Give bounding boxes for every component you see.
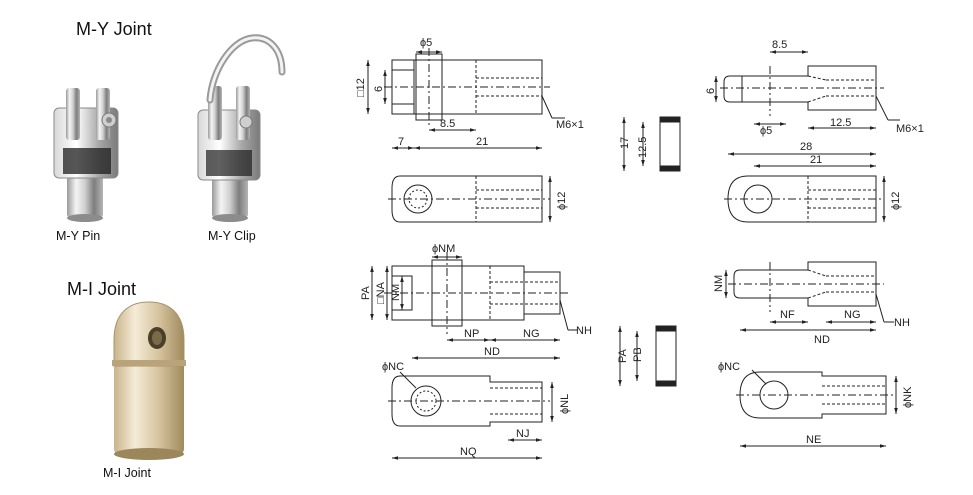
gen-pin-pb: PB — [632, 347, 644, 362]
gen-y-np: NP — [464, 328, 479, 340]
general-pin-drawing — [618, 325, 677, 387]
gen-y-nj: NJ — [516, 428, 529, 440]
mi-dim-12-5: 12.5 — [830, 117, 851, 129]
my-dim-pin-dia: ϕ5 — [420, 37, 432, 49]
mi-dim-dia12: ϕ12 — [890, 192, 902, 210]
my-dim-slot: 6 — [373, 86, 385, 92]
mi-dim-8-5: 8.5 — [772, 39, 787, 51]
mi-joint-title: M-I Joint — [67, 279, 137, 299]
mi-dim-pin-dia: ϕ5 — [760, 125, 772, 137]
gen-y-nq: NQ — [460, 446, 477, 458]
mi-joint-photo — [112, 301, 186, 460]
gen-i-nd: ND — [814, 334, 830, 346]
my-dim-length: 21 — [476, 136, 488, 148]
gen-y-nd: ND — [484, 346, 500, 358]
gen-i-nh: NH — [894, 317, 910, 329]
my-dim-width: □12 — [355, 78, 367, 97]
my-pin-photo — [53, 88, 119, 222]
gen-i-nf: NF — [780, 309, 795, 321]
pin-dim-17: 17 — [619, 137, 631, 149]
general-y-joint-side-view — [388, 371, 554, 460]
mi-dim-21: 21 — [810, 154, 822, 166]
mi-dim-6: 6 — [705, 88, 717, 94]
gen-i-nk: ϕNK — [902, 386, 914, 408]
my-joint-side-view — [388, 175, 552, 223]
gen-i-ne: NE — [806, 434, 821, 446]
general-i-joint-side-view — [736, 369, 898, 448]
my-pin-caption: M-Y Pin — [56, 229, 101, 243]
my-dim-front: 7 — [398, 136, 404, 148]
mi-joint-caption: M-I Joint — [103, 466, 151, 480]
gen-y-ng: NG — [523, 328, 540, 340]
gen-pin-pa: PA — [617, 348, 629, 363]
pin-drawing-top — [622, 116, 681, 172]
gen-y-pa: PA — [360, 285, 372, 300]
my-clip-photo — [197, 34, 286, 222]
mi-dim-thread: M6×1 — [896, 123, 924, 135]
my-dim-pin-pos: 8.5 — [440, 118, 455, 130]
my-dim-dia12: ϕ12 — [556, 192, 568, 210]
gen-i-nm: NM — [713, 275, 725, 292]
my-clip-caption: M-Y Clip — [208, 229, 256, 243]
gen-y-nm: ϕNM — [432, 243, 455, 255]
gen-y-nm-side: NM — [390, 284, 402, 301]
my-joint-title: M-Y Joint — [76, 19, 152, 39]
mi-joint-side-view — [724, 152, 886, 223]
mi-joint-top-view — [714, 50, 900, 130]
general-y-joint-top-view — [370, 252, 578, 360]
gen-i-nc: ϕNC — [718, 361, 740, 373]
gen-y-nh: NH — [576, 325, 592, 337]
gen-y-nc: ϕNC — [382, 361, 404, 373]
my-joint-top-view — [366, 48, 565, 150]
gen-y-nl: ϕNL — [559, 394, 571, 414]
gen-y-na: □NA — [375, 281, 387, 304]
pin-dim-12-5: 12.5 — [637, 137, 649, 158]
gen-i-ng: NG — [844, 309, 861, 321]
my-dim-thread: M6×1 — [556, 119, 584, 131]
mi-dim-28: 28 — [800, 141, 812, 153]
general-i-joint-top-view — [724, 261, 894, 332]
